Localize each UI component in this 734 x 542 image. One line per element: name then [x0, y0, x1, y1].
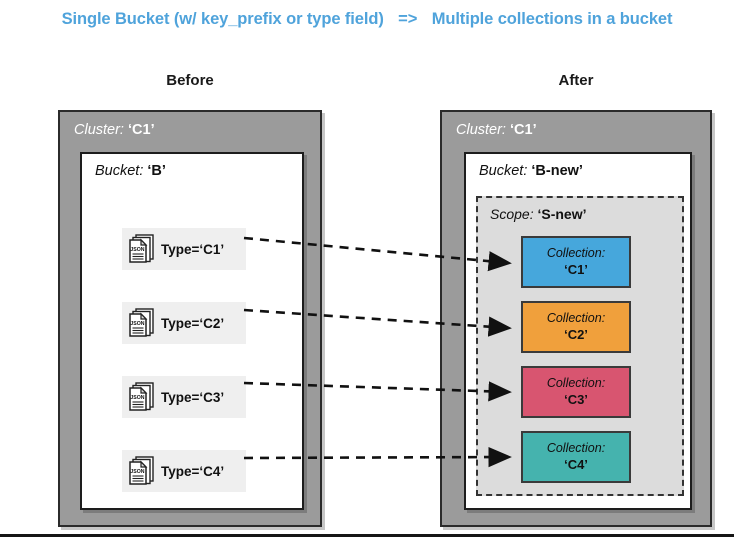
collection-value: ‘C1’ [564, 261, 588, 277]
before-bucket-box: Bucket: ‘B’ JSON Type=‘C1’ [80, 152, 304, 510]
json-document-icon: JSON [126, 381, 156, 413]
heading-before: Before [166, 72, 214, 89]
after-bucket-value: ‘B-new’ [531, 163, 583, 179]
collection-value: ‘C4’ [564, 456, 588, 472]
scope-box: Scope: ‘S-new’ Collection: ‘C1’ Collecti… [476, 196, 684, 496]
title-arrow-icon: => [398, 10, 418, 28]
document-type-label: Type=‘C1’ [161, 241, 225, 257]
after-bucket-box: Bucket: ‘B-new’ Scope: ‘S-new’ Collectio… [464, 152, 692, 510]
collection-box-c2[interactable]: Collection: ‘C2’ [521, 301, 631, 353]
title-right-text: Multiple collections in a bucket [431, 10, 673, 28]
svg-text:JSON: JSON [130, 395, 144, 401]
document-row[interactable]: JSON Type=‘C3’ [122, 376, 246, 418]
after-cluster-box: Cluster: ‘C1’ Bucket: ‘B-new’ Scope: ‘S-… [440, 110, 712, 527]
before-cluster-value: ‘C1’ [128, 122, 155, 138]
title-left-text: Single Bucket (w/ key_prefix or type fie… [61, 10, 384, 28]
json-document-icon: JSON [126, 307, 156, 339]
heading-after: After [558, 72, 594, 89]
after-cluster-value: ‘C1’ [510, 122, 537, 138]
document-row[interactable]: JSON Type=‘C4’ [122, 450, 246, 492]
scope-value: ‘S-new’ [537, 206, 587, 222]
document-type-label: Type=‘C4’ [161, 463, 225, 479]
page-title: Single Bucket (w/ key_prefix or type fie… [0, 10, 734, 29]
before-bucket-value: ‘B’ [147, 163, 166, 179]
before-cluster-box: Cluster: ‘C1’ Bucket: ‘B’ JSON [58, 110, 322, 527]
document-row[interactable]: JSON Type=‘C1’ [122, 228, 246, 270]
document-type-label: Type=‘C3’ [161, 389, 225, 405]
bottom-divider [0, 534, 734, 537]
scope-label: Scope: ‘S-new’ [490, 206, 587, 222]
scope-keyword: Scope: [490, 206, 534, 222]
collection-keyword: Collection: [546, 311, 606, 326]
collection-keyword: Collection: [546, 441, 606, 456]
svg-text:JSON: JSON [130, 247, 144, 253]
document-row[interactable]: JSON Type=‘C2’ [122, 302, 246, 344]
before-bucket-label: Bucket: ‘B’ [95, 163, 166, 179]
before-bucket-keyword: Bucket: [95, 163, 144, 179]
json-document-icon: JSON [126, 455, 156, 487]
collection-box-c4[interactable]: Collection: ‘C4’ [521, 431, 631, 483]
collection-box-c3[interactable]: Collection: ‘C3’ [521, 366, 631, 418]
before-cluster-label: Cluster: ‘C1’ [74, 122, 155, 138]
after-bucket-keyword: Bucket: [479, 163, 528, 179]
after-cluster-label: Cluster: ‘C1’ [456, 122, 537, 138]
after-bucket-label: Bucket: ‘B-new’ [479, 163, 583, 179]
collection-value: ‘C2’ [564, 326, 588, 342]
collection-box-c1[interactable]: Collection: ‘C1’ [521, 236, 631, 288]
after-cluster-keyword: Cluster: [456, 122, 506, 138]
collection-keyword: Collection: [546, 246, 606, 261]
document-type-label: Type=‘C2’ [161, 315, 225, 331]
before-cluster-keyword: Cluster: [74, 122, 124, 138]
svg-text:JSON: JSON [130, 469, 144, 475]
collection-keyword: Collection: [546, 376, 606, 391]
json-document-icon: JSON [126, 233, 156, 265]
svg-text:JSON: JSON [130, 321, 144, 327]
collection-value: ‘C3’ [564, 391, 588, 407]
